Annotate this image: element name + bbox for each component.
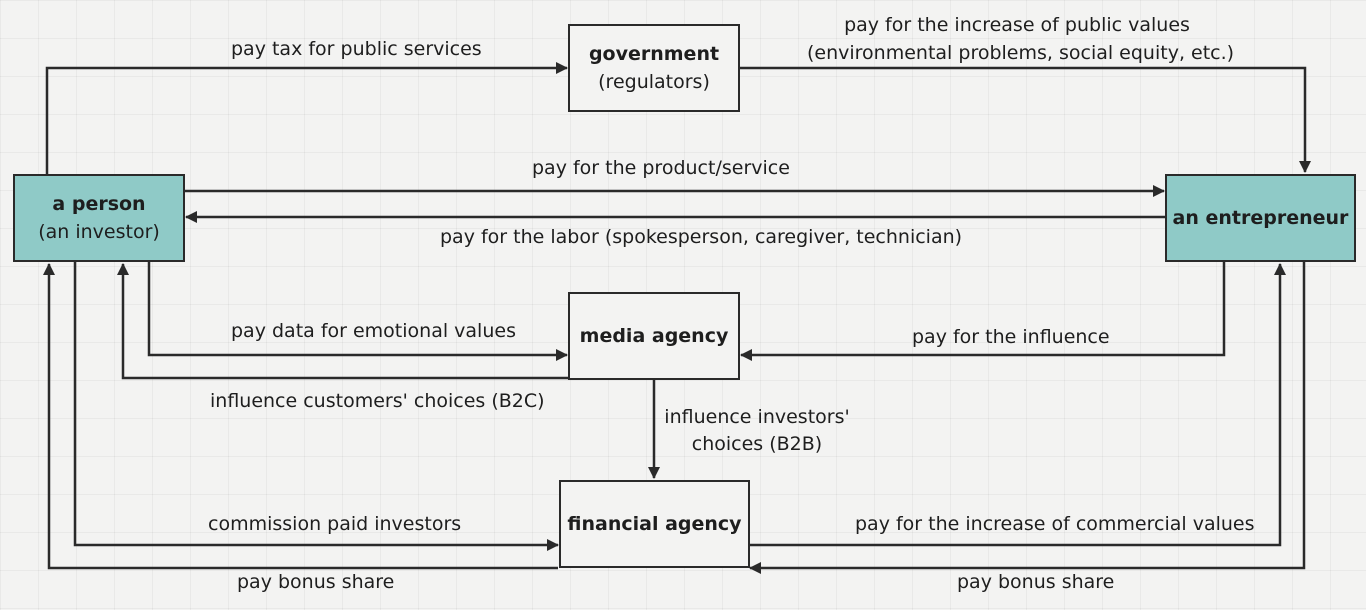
label-data: pay data for emotional values [231, 320, 516, 342]
edge-data[interactable] [147, 262, 568, 361]
label-bonus-entrepreneur: pay bonus share [957, 571, 1115, 593]
edge-commercial-values[interactable] [749, 263, 1286, 547]
edge-influence-entrepreneur[interactable] [740, 262, 1226, 361]
edge-public-values[interactable] [739, 66, 1311, 173]
node-person[interactable]: a person (an investor) [13, 174, 185, 262]
node-financial[interactable]: financial agency [559, 480, 750, 568]
node-entrepreneur[interactable]: an entrepreneur [1165, 174, 1356, 262]
label-product: pay for the product/service [532, 157, 790, 179]
node-media[interactable]: media agency [568, 292, 740, 380]
edge-tax[interactable] [45, 62, 568, 175]
label-influence-investors-2: choices (B2B) [691, 433, 823, 455]
label-public-values-2: (environmental problems, social equity, … [807, 42, 1235, 64]
edge-bonus-person[interactable] [43, 263, 558, 570]
label-commission: commission paid investors [208, 513, 462, 535]
edge-bonus-entrepreneur[interactable] [749, 262, 1306, 574]
label-commercial-values: pay for the increase of commercial value… [855, 513, 1255, 535]
label-tax: pay tax for public services [231, 38, 482, 60]
label-influence-investors-1: influence investors' [664, 406, 850, 428]
node-government-subtitle: (regulators) [598, 71, 710, 93]
node-person-title: a person [52, 193, 146, 215]
edge-commission[interactable] [73, 262, 559, 551]
label-bonus-person: pay bonus share [237, 571, 395, 593]
label-public-values-1: pay for the increase of public values [844, 14, 1190, 36]
node-media-title: media agency [579, 325, 729, 347]
node-government-title: government [588, 43, 720, 65]
node-financial-title: financial agency [567, 513, 742, 535]
node-entrepreneur-title: an entrepreneur [1172, 207, 1349, 229]
node-government[interactable]: government (regulators) [568, 24, 740, 112]
label-influence-customers: influence customers' choices (B2C) [210, 390, 545, 412]
edge-influence-customers[interactable] [117, 263, 568, 380]
label-labor: pay for the labor (spokesperson, caregiv… [440, 226, 963, 248]
node-person-subtitle: (an investor) [38, 221, 160, 243]
label-influence-entrepreneur: pay for the influence [912, 326, 1110, 348]
